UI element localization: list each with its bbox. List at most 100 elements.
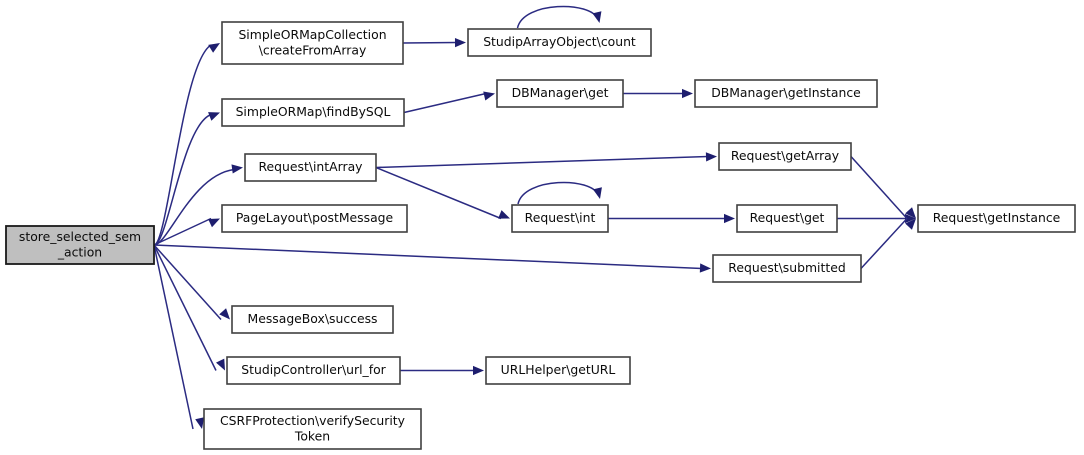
node-label: Token	[294, 428, 330, 443]
edge-root-to-msgSuccess	[153, 244, 230, 321]
node-box[interactable]	[496, 79, 624, 108]
edge-getArray-to-getInstance	[850, 155, 916, 220]
arrow-head-icon	[724, 213, 735, 224]
edge-line	[153, 217, 212, 246]
node-label: Request\getInstance	[933, 210, 1061, 225]
node-arrayCount[interactable]: StudipArrayObject\count	[467, 28, 652, 57]
node-label: SimpleORMap\findBySQL	[236, 104, 391, 119]
node-box[interactable]	[467, 28, 652, 57]
node-box[interactable]	[221, 204, 408, 233]
edge-line	[517, 181, 599, 205]
edge-dbGet-to-dbGetInstance	[623, 88, 693, 99]
edge-root-to-postMessage	[153, 217, 220, 246]
node-label: Request\int	[525, 210, 596, 225]
edge-root-to-submitted	[153, 244, 711, 273]
node-getURL[interactable]: URLHelper\getURL	[485, 356, 631, 385]
edge-intArray-to-requestInt	[375, 166, 510, 220]
node-root[interactable]: store_selected_sem_action	[5, 225, 155, 265]
node-label: SimpleORMapCollection	[238, 27, 386, 42]
arrow-head-icon	[208, 43, 220, 53]
node-requestInt[interactable]: Request\int	[511, 204, 609, 233]
arrow-head-icon	[208, 112, 220, 121]
edge-urlFor-to-getURL	[400, 365, 484, 376]
node-box[interactable]	[712, 254, 862, 283]
edge-arrayCount-to-arrayCount	[516, 5, 602, 29]
node-label: CSRFProtection\verifySecurity	[220, 413, 405, 428]
node-box[interactable]	[226, 356, 401, 385]
node-dbGetInstance[interactable]: DBManager\getInstance	[694, 79, 878, 108]
arrow-head-icon	[216, 358, 225, 371]
node-box[interactable]	[485, 356, 631, 385]
edge-intArray-to-getArray	[375, 152, 717, 169]
arrow-head-icon	[905, 218, 916, 230]
edge-line	[153, 244, 222, 321]
node-label: StudipArrayObject\count	[483, 34, 636, 49]
edge-requestGet-to-getInstance	[837, 213, 916, 224]
node-box[interactable]	[736, 204, 838, 233]
edge-line	[860, 217, 908, 270]
node-msgSuccess[interactable]: MessageBox\success	[231, 305, 394, 334]
edge-root-to-findBySQL	[153, 112, 220, 246]
edge-line	[850, 155, 908, 220]
arrow-head-icon	[905, 213, 916, 224]
edge-line	[402, 41, 458, 44]
node-postMessage[interactable]: PageLayout\postMessage	[221, 204, 408, 233]
arrow-head-icon	[195, 417, 205, 429]
edge-line	[375, 166, 502, 220]
node-box[interactable]	[203, 408, 422, 450]
node-findBySQL[interactable]: SimpleORMap\findBySQL	[221, 98, 405, 127]
edge-createFromArray-to-arrayCount	[402, 38, 466, 48]
node-box[interactable]	[244, 153, 377, 182]
node-box[interactable]	[221, 98, 405, 127]
node-submitted[interactable]: Request\submitted	[712, 254, 862, 283]
edge-line	[153, 244, 217, 371]
node-box[interactable]	[231, 305, 394, 334]
node-dbGet[interactable]: DBManager\get	[496, 79, 624, 108]
node-label: store_selected_sem	[19, 229, 141, 244]
node-createFromArray[interactable]: SimpleORMapCollection\createFromArray	[221, 21, 404, 65]
node-requestGet[interactable]: Request\get	[736, 204, 838, 233]
node-box[interactable]	[694, 79, 878, 108]
node-label: URLHelper\getURL	[501, 362, 616, 377]
node-urlFor[interactable]: StudipController\url_for	[226, 356, 401, 385]
node-box[interactable]	[5, 225, 155, 265]
arrow-head-icon	[905, 207, 916, 219]
nodes-layer: store_selected_sem_action SimpleORMapColl…	[5, 21, 1076, 450]
node-label: Request\intArray	[258, 159, 362, 174]
edge-line	[153, 113, 212, 246]
node-label: Request\get	[750, 210, 825, 225]
edge-requestInt-to-requestGet	[608, 213, 735, 224]
arrow-head-icon	[454, 38, 466, 48]
node-intArray[interactable]: Request\intArray	[244, 153, 377, 182]
node-box[interactable]	[718, 142, 852, 171]
node-box[interactable]	[917, 204, 1076, 233]
arrow-head-icon	[592, 187, 602, 199]
edge-findBySQL-to-dbGet	[403, 91, 495, 114]
arrow-head-icon	[483, 91, 495, 101]
arrow-head-icon	[231, 164, 243, 174]
edges-layer	[153, 5, 916, 430]
node-label: MessageBox\success	[248, 311, 378, 326]
node-label: PageLayout\postMessage	[236, 210, 393, 225]
node-label: \createFromArray	[259, 42, 367, 57]
arrow-head-icon	[682, 88, 693, 99]
arrow-head-icon	[219, 308, 230, 320]
node-getInstance[interactable]: Request\getInstance	[917, 204, 1076, 233]
node-label: StudipController\url_for	[241, 362, 386, 377]
edge-requestInt-to-requestInt	[517, 181, 602, 205]
node-label: Request\getArray	[731, 148, 839, 163]
edge-root-to-csrfVerify	[153, 244, 205, 430]
node-label: _action	[57, 244, 102, 259]
arrow-head-icon	[699, 263, 711, 273]
edge-root-to-createFromArray	[153, 43, 220, 246]
edge-line	[153, 244, 194, 430]
edge-root-to-urlFor	[153, 244, 225, 371]
arrow-head-icon	[498, 210, 510, 219]
node-box[interactable]	[511, 204, 609, 233]
edge-line	[153, 244, 703, 270]
node-box[interactable]	[221, 21, 404, 65]
node-getArray[interactable]: Request\getArray	[718, 142, 852, 171]
